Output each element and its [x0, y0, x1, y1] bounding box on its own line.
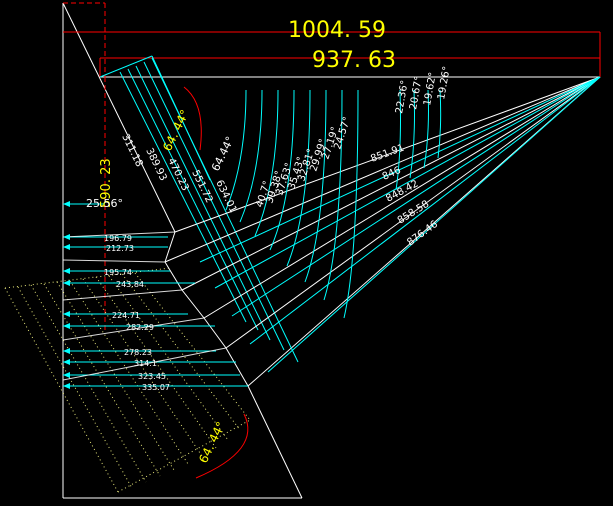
- angle-left-small-label: 25.56°: [86, 197, 123, 210]
- h-dim-label: 278.23: [124, 348, 152, 357]
- arrow-heads: [63, 201, 70, 389]
- mesh-lines: [62, 231, 227, 381]
- arrow-head: [63, 359, 70, 365]
- fan-right-angle-label: 19.26°: [436, 65, 453, 100]
- angle-arc: [254, 89, 279, 237]
- arrow-head: [63, 280, 70, 286]
- angle-arc: [409, 89, 415, 179]
- mesh-line: [62, 289, 183, 301]
- slant-dim-3: [135, 65, 271, 341]
- arrow-head: [63, 268, 70, 274]
- arrow-head: [63, 383, 70, 389]
- h-dim-label: 314.1: [134, 359, 157, 368]
- slant-length-label: 389.93: [143, 146, 168, 182]
- h-dim-label: 224.71: [112, 311, 140, 320]
- arrow-head: [63, 372, 70, 378]
- angle-arc: [343, 89, 359, 319]
- ray-dim: [249, 76, 601, 345]
- arrow-head: [63, 201, 70, 207]
- angle-arc: [269, 89, 295, 251]
- profile-seg: [181, 289, 205, 319]
- pattern-edge-left: [4, 287, 119, 493]
- ray-length-label: 858.58: [396, 199, 432, 227]
- mesh-line: [62, 317, 205, 341]
- dotted-pattern: [4, 267, 251, 493]
- slant-dim-2: [127, 68, 259, 331]
- pattern-line: [69, 280, 189, 465]
- fan-rays: [164, 76, 601, 387]
- pattern-line: [56, 281, 175, 471]
- mesh-line: [62, 259, 166, 263]
- ray: [225, 76, 601, 349]
- pattern-line: [121, 273, 241, 431]
- h-dim-label: 212.73: [106, 244, 134, 253]
- ray: [203, 76, 601, 319]
- pattern-edge-bottom: [117, 419, 251, 493]
- pattern-line: [17, 286, 133, 489]
- ray: [164, 76, 601, 263]
- arrow-head: [63, 234, 70, 240]
- profile-seg: [164, 231, 176, 263]
- slant-dim-1: [119, 71, 247, 323]
- ray-dimension-lines: [199, 76, 601, 373]
- dim-overall-label: 1004. 59: [288, 18, 386, 43]
- pattern-line: [43, 283, 161, 477]
- h-dim-label: 323.45: [138, 372, 166, 381]
- angle-arc: [437, 89, 442, 159]
- fan-angle-arcs: [225, 89, 442, 319]
- ray-length-label: 846: [381, 165, 403, 183]
- h-dim-label: 243.84: [116, 280, 144, 289]
- ray-dim: [267, 76, 601, 373]
- angle-arc: [286, 89, 311, 267]
- slant-length-label: 311.18: [119, 132, 144, 168]
- angle-arc: [395, 89, 401, 191]
- profile-seg: [164, 261, 183, 291]
- ray-length-label: 848.42: [384, 179, 420, 205]
- slant-dim-5: [151, 57, 299, 363]
- outline-lower-slope: [247, 385, 303, 499]
- dim-inner-label: 937. 63: [312, 48, 396, 73]
- angle-arc: [423, 89, 429, 169]
- profile-seg: [225, 347, 249, 387]
- slant-dim-4: [143, 61, 285, 351]
- angle-arc: [304, 89, 327, 283]
- horizontal-dimension-lines: [63, 203, 248, 387]
- ray: [181, 76, 601, 291]
- angle-arc: [225, 89, 247, 211]
- angle-arc: [323, 89, 343, 301]
- angle-arc: [239, 89, 263, 223]
- slant-dimension-strip: [99, 55, 299, 363]
- mesh-line: [62, 347, 227, 381]
- arc-lower: [195, 413, 249, 479]
- ray-dim: [231, 76, 601, 317]
- h-dim-label: 335.07: [142, 383, 170, 392]
- height-dim-label: 590. 23: [99, 158, 114, 208]
- h-dim-label: 195.74: [104, 268, 132, 277]
- outline-upper-slope: [62, 2, 176, 233]
- arrow-head: [63, 244, 70, 250]
- arrow-head: [63, 311, 70, 317]
- arc-upper-left: [183, 86, 202, 151]
- part-outline: [62, 2, 601, 499]
- ray-dim: [199, 76, 601, 263]
- h-dim-label: 282.29: [126, 323, 154, 332]
- top-dimension-lines: [63, 31, 601, 77]
- arrow-head: [63, 348, 70, 354]
- ray-dim: [214, 76, 601, 289]
- h-dim-label: 196.79: [104, 234, 132, 243]
- arrow-head: [63, 323, 70, 329]
- ray-length-label: 876.46: [405, 219, 440, 248]
- pattern-line: [108, 275, 229, 441]
- mesh-line: [62, 231, 176, 238]
- angle-upper-mid-label: 64.44°: [209, 134, 237, 173]
- angle-lower-label: 64. 44°: [196, 419, 228, 465]
- hidden-lines: [63, 2, 106, 330]
- red-angle-arcs: [183, 86, 249, 479]
- profile-seg: [203, 317, 227, 349]
- strip-top-edge: [99, 55, 153, 78]
